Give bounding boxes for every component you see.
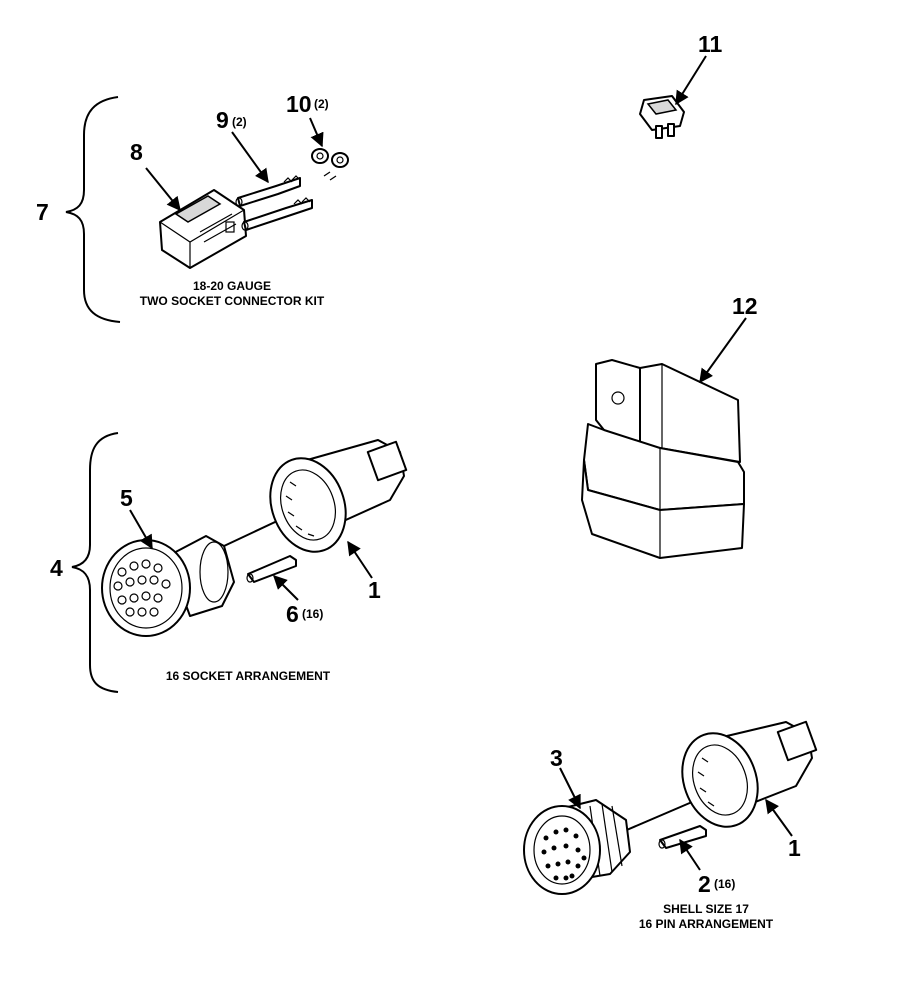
leader-11 bbox=[675, 55, 707, 106]
callout-3: 3 bbox=[550, 745, 563, 771]
callout-1-lower: 1 bbox=[788, 835, 801, 861]
callout-1-upper: 1 bbox=[368, 577, 381, 603]
callout-7: 7 bbox=[36, 199, 49, 225]
callout-6-qty: (16) bbox=[302, 607, 323, 621]
brace-group-7 bbox=[65, 96, 121, 323]
caption-pin-arrangement: 16 PIN ARRANGEMENT bbox=[639, 917, 774, 931]
callout-10: 10 bbox=[286, 91, 312, 117]
callout-8: 8 bbox=[130, 139, 143, 165]
socket-holes bbox=[113, 559, 171, 617]
caption-socket-arrangement: 16 SOCKET ARRANGEMENT bbox=[166, 669, 331, 683]
leader-9 bbox=[231, 131, 269, 184]
leader-12 bbox=[699, 317, 747, 384]
callout-2-qty: (16) bbox=[714, 877, 735, 891]
callout-2: 2 bbox=[698, 871, 711, 897]
circular-connector-16-socket bbox=[101, 439, 408, 637]
callout-9-qty: (2) bbox=[232, 115, 247, 129]
caption-shell-size: SHELL SIZE 17 bbox=[663, 902, 749, 916]
leader-8 bbox=[145, 167, 181, 212]
callout-11: 11 bbox=[698, 31, 723, 57]
leader-3 bbox=[559, 767, 581, 810]
callout-4: 4 bbox=[50, 555, 63, 581]
contact-pins bbox=[235, 175, 313, 231]
leader-1a bbox=[347, 540, 373, 579]
leader-2 bbox=[679, 838, 701, 871]
callout-12: 12 bbox=[732, 293, 758, 319]
callout-6: 6 bbox=[286, 601, 299, 627]
blade-fuse bbox=[639, 95, 685, 139]
leader-10 bbox=[309, 117, 324, 148]
brace-group-4 bbox=[71, 432, 119, 693]
leader-5 bbox=[129, 509, 153, 550]
callout-10-qty: (2) bbox=[314, 97, 329, 111]
caption-kit-name: TWO SOCKET CONNECTOR KIT bbox=[140, 294, 325, 308]
callout-9: 9 bbox=[216, 107, 229, 133]
leader-1b bbox=[765, 798, 793, 837]
pin-contacts bbox=[541, 827, 587, 881]
leader-6 bbox=[273, 575, 299, 601]
callout-5: 5 bbox=[120, 485, 133, 511]
two-socket-connector-body bbox=[127, 189, 247, 277]
cable-seals bbox=[311, 148, 349, 181]
circular-connector-16-pin bbox=[523, 720, 818, 895]
relay bbox=[581, 359, 745, 559]
caption-kit-gauge: 18-20 GAUGE bbox=[193, 279, 271, 293]
